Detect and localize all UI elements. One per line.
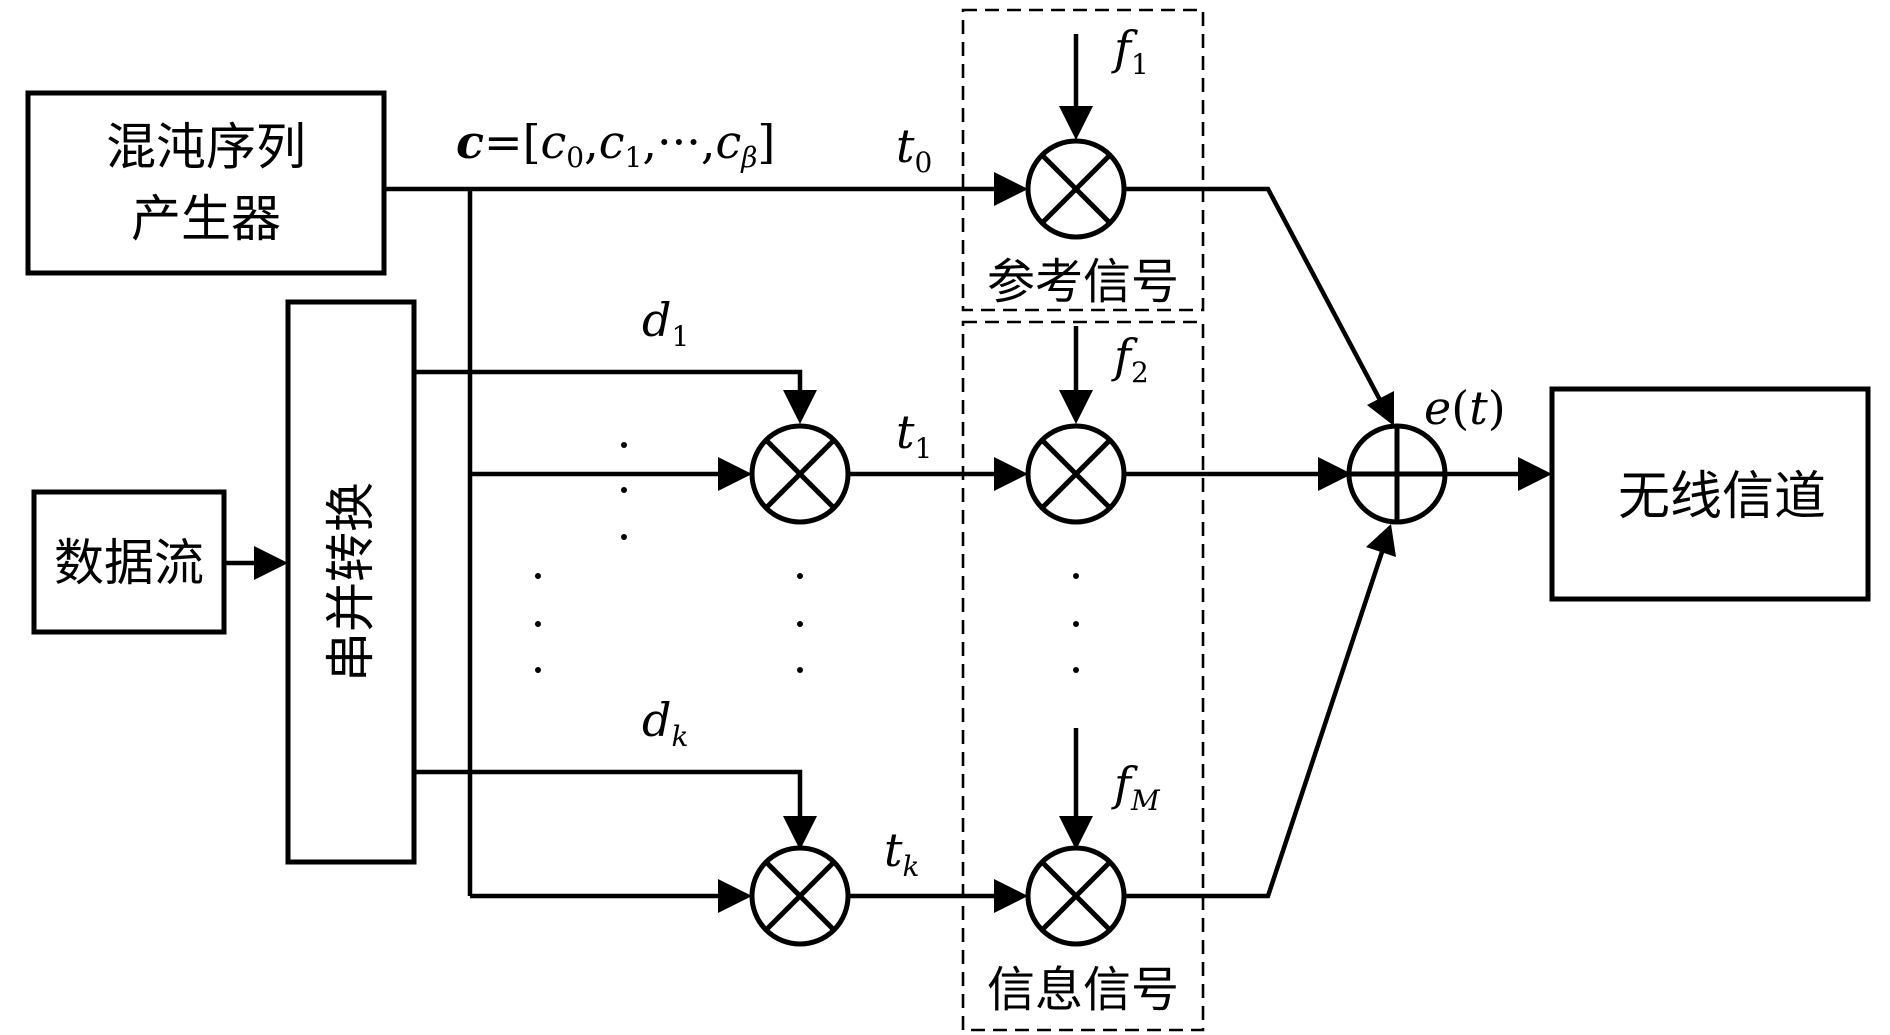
data-stream-block: 数据流 (31, 489, 227, 635)
label-dk: dk (642, 693, 688, 753)
vertical-ellipsis-carrier (1073, 573, 1079, 673)
label-tk-symbol: t (884, 823, 903, 877)
label-e-t: t (1469, 381, 1488, 435)
information-signal-group (961, 320, 1205, 1032)
arrowhead-fM (1059, 816, 1093, 850)
reference-signal-label: 参考信号 (987, 254, 1179, 310)
arrowhead-to-channel (1518, 457, 1552, 491)
reference-signal-group (961, 8, 1205, 312)
arrowhead-mixer-1-chaos (718, 457, 752, 491)
sequence-c1-symbol: c (599, 115, 625, 169)
sequence-comma-2: , (642, 115, 657, 169)
vertical-ellipsis-branch-left (535, 573, 541, 673)
label-t0-subscript: 0 (915, 146, 933, 179)
vertical-ellipsis-branch-mid (797, 573, 803, 673)
arrowhead-tk (994, 879, 1028, 913)
arrowhead-dk (783, 816, 817, 850)
sequence-comma-3: , (701, 115, 716, 169)
arrowhead-f2 (1059, 390, 1093, 424)
label-e-close-paren: ) (1488, 381, 1506, 435)
sequence-close-bracket: ] (757, 115, 775, 169)
mixer-carrier-2 (1025, 423, 1127, 525)
label-e-symbol: e (1424, 381, 1451, 435)
sequence-open-bracket: [ (523, 115, 541, 169)
sequence-c1-subscript: 1 (625, 141, 643, 174)
arrowhead-t0 (994, 172, 1028, 206)
label-d1-subscript: 1 (671, 320, 689, 353)
sequence-comma-1: , (584, 115, 599, 169)
mixer-data-1 (749, 423, 851, 525)
serial-parallel-label: 串并转换 (322, 482, 380, 682)
label-fM-subscript: M (1130, 784, 1161, 817)
label-d1-symbol: d (642, 293, 671, 347)
wireless-channel-label: 无线信道 (1618, 467, 1826, 527)
sequence-ellipsis: ··· (657, 115, 701, 169)
label-dk-subscript: k (671, 720, 688, 753)
label-d1: d1 (642, 293, 689, 353)
wire-ref-to-sum (1126, 186, 1382, 402)
mixer-carrier-M (1025, 845, 1127, 947)
wire-dk (414, 769, 803, 822)
label-dk-symbol: d (642, 693, 671, 747)
label-t1-symbol: t (896, 405, 915, 459)
sequence-c0-symbol: c (541, 115, 567, 169)
label-f1-subscript: 1 (1131, 48, 1149, 81)
mixer-data-k (749, 845, 851, 947)
chaos-generator-label-line2: 产生器 (131, 190, 281, 248)
label-t0: t0 (896, 119, 932, 179)
mixer-reference (1025, 138, 1127, 240)
label-t1: t1 (896, 405, 932, 465)
arrowhead-infok-to-sum (1366, 524, 1396, 557)
arrowhead-ref-to-sum (1367, 391, 1394, 426)
sequence-cbeta-symbol: c (715, 115, 741, 169)
vertical-ellipsis-data (621, 442, 627, 540)
wire-d1 (414, 369, 803, 396)
sequence-cbeta-subscript: β (740, 141, 757, 174)
information-signal-label: 信息信号 (987, 962, 1179, 1018)
chaos-generator-block: 混沌序列 产生器 (25, 90, 387, 276)
wireless-channel-block: 无线信道 (1549, 386, 1871, 602)
label-sum-output: e(t) (1424, 381, 1506, 435)
arrowhead-d1 (783, 390, 817, 424)
chaos-generator-label-line1: 混沌序列 (106, 118, 306, 176)
label-tk-subscript: k (903, 850, 920, 883)
sequence-name: c (456, 115, 484, 169)
summer (1346, 423, 1448, 525)
arrowhead-t1 (994, 457, 1028, 491)
data-stream-label: 数据流 (54, 534, 204, 592)
wire-infok-to-sum (1126, 551, 1385, 899)
label-e-open-paren: ( (1451, 381, 1469, 435)
label-tk: tk (884, 823, 919, 883)
label-f2: f2 (1111, 329, 1149, 389)
arrowhead-mixer-k-chaos (718, 879, 752, 913)
label-f1: f1 (1111, 21, 1149, 81)
serial-parallel-block: 串并转换 (285, 299, 417, 865)
arrowhead-info1-to-sum (1318, 457, 1352, 491)
label-fM: fM (1111, 757, 1161, 817)
label-t1-subscript: 1 (915, 432, 933, 465)
sequence-expression: c=[c0,c1,···,cβ] (456, 115, 775, 174)
sequence-equals: = (484, 115, 523, 169)
label-t0-symbol: t (896, 119, 915, 173)
arrowhead-f1 (1059, 106, 1093, 140)
sequence-c0-subscript: 0 (566, 141, 584, 174)
label-f2-subscript: 2 (1131, 356, 1149, 389)
arrowhead-data-to-sp (254, 546, 288, 580)
